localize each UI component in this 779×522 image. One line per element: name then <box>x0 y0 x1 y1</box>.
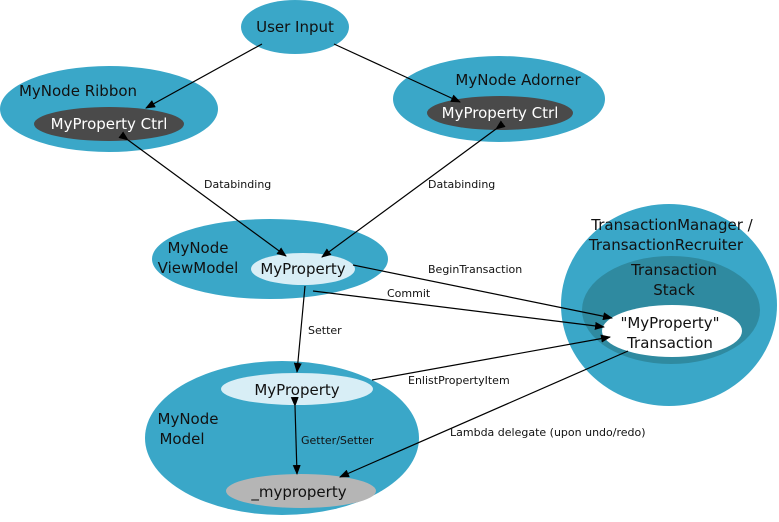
edge-databinding-adorner-viewmodel <box>321 120 506 258</box>
label-lambda-delegate: Lambda delegate (upon undo/redo) <box>450 426 646 439</box>
user-input-label: User Input <box>256 18 334 36</box>
viewmodel-property-label: MyProperty <box>260 260 345 278</box>
label-getter-setter: Getter/Setter <box>301 434 374 447</box>
transaction-item-line2: Transaction <box>626 334 713 352</box>
edge-commit <box>312 290 605 330</box>
edge-begin-transaction <box>352 264 613 321</box>
transaction-manager-title-line2: TransactionRecruiter <box>588 236 744 254</box>
viewmodel-node: MyNode ViewModel MyProperty <box>152 219 388 299</box>
model-title-line2: Model <box>159 430 204 448</box>
viewmodel-title-line2: ViewModel <box>158 259 239 277</box>
edge-userinput-to-ribbon <box>145 43 263 109</box>
model-field-ellipse <box>226 474 376 508</box>
viewmodel-property-ellipse <box>251 253 355 285</box>
edge-lambda-delegate <box>339 350 629 478</box>
ribbon-node: MyNode Ribbon MyProperty Ctrl <box>0 66 218 152</box>
user-input-ellipse <box>241 0 349 54</box>
adorner-ctrl-label: MyProperty Ctrl <box>442 104 559 122</box>
transaction-stack-label-line1: Transaction <box>630 261 717 279</box>
model-property-label: MyProperty <box>254 381 339 399</box>
user-input-node: User Input <box>241 0 349 54</box>
label-setter: Setter <box>308 324 342 337</box>
label-commit: Commit <box>387 287 431 300</box>
transaction-manager-title-line1: TransactionManager / <box>590 216 753 234</box>
transaction-item-ellipse <box>602 305 742 357</box>
transaction-manager-node: TransactionManager / TransactionRecruite… <box>561 204 777 406</box>
label-begin-transaction: BeginTransaction <box>428 263 522 276</box>
model-property-ellipse <box>221 373 373 405</box>
ribbon-ctrl-label: MyProperty Ctrl <box>51 115 168 133</box>
adorner-node: MyNode Adorner MyProperty Ctrl <box>393 56 605 142</box>
transaction-stack-label-line2: Stack <box>653 281 695 299</box>
transaction-item-line1: "MyProperty" <box>620 314 719 332</box>
edges <box>118 43 629 478</box>
edge-enlist-property-item <box>371 334 611 381</box>
edge-labels: Databinding Databinding BeginTransaction… <box>204 178 646 447</box>
edge-setter <box>293 285 306 373</box>
viewmodel-title-line1: MyNode <box>168 239 229 257</box>
edge-getter-setter <box>290 396 301 475</box>
model-field-label: _myproperty <box>250 483 346 502</box>
label-databinding-right: Databinding <box>428 178 495 191</box>
ribbon-title: MyNode Ribbon <box>19 82 137 100</box>
edge-userinput-to-adorner <box>333 43 461 103</box>
label-enlist-property-item: EnlistPropertyItem <box>408 374 510 387</box>
model-node: MyNode Model MyProperty _myproperty <box>145 361 419 515</box>
label-databinding-left: Databinding <box>204 178 271 191</box>
adorner-title: MyNode Adorner <box>455 71 581 89</box>
edge-databinding-ribbon-viewmodel <box>118 131 287 257</box>
model-title-line1: MyNode <box>158 410 219 428</box>
